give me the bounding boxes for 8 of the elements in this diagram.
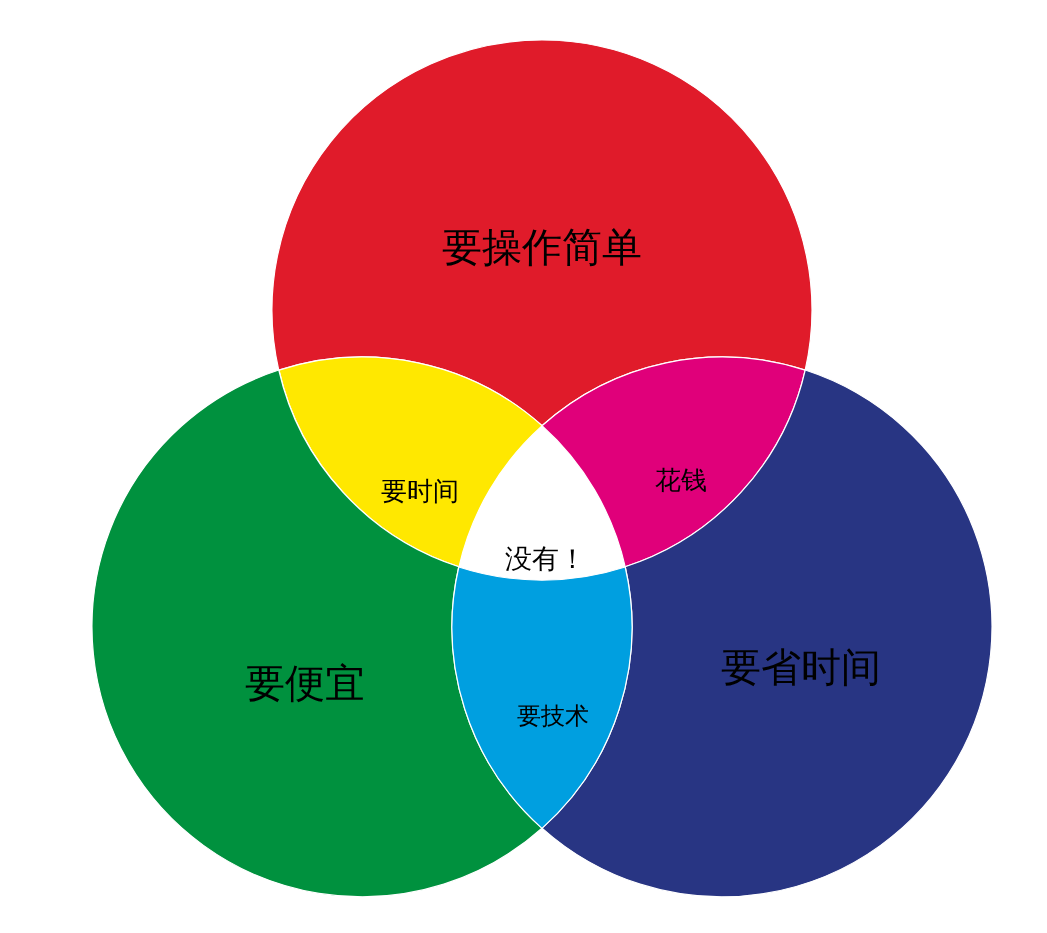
region-label: 没有！ <box>505 543 587 575</box>
region-label: 要时间 <box>381 477 459 507</box>
region-label: 要技术 <box>517 703 589 731</box>
circle-label: 要便宜 <box>245 660 365 706</box>
circle-region <box>272 40 812 426</box>
region-label: 花钱 <box>655 466 707 496</box>
circle-label: 要操作简单 <box>442 224 642 270</box>
circle-label: 要省时间 <box>721 644 881 690</box>
